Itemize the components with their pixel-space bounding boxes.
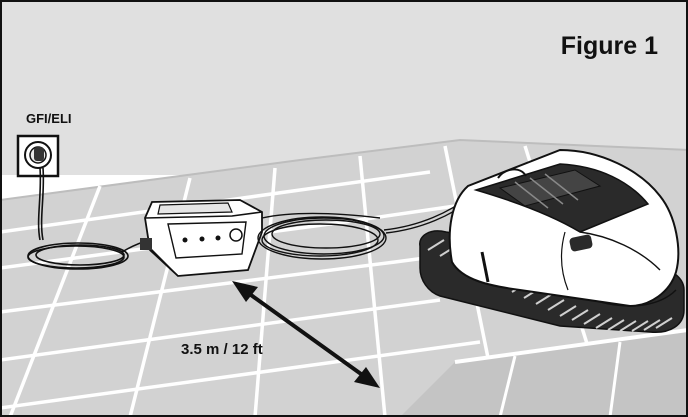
distance-label: 3.5 m / 12 ft	[181, 341, 263, 358]
distance-arrow	[232, 281, 380, 388]
power-cord	[27, 167, 151, 270]
figure-title: Figure 1	[560, 32, 658, 60]
pool-cleaner-robot	[419, 148, 685, 333]
power-supply-unit	[140, 199, 263, 277]
tile-grid	[2, 145, 612, 415]
outlet-label: GFI/ELI	[26, 111, 72, 126]
wall-outlet	[16, 134, 60, 178]
